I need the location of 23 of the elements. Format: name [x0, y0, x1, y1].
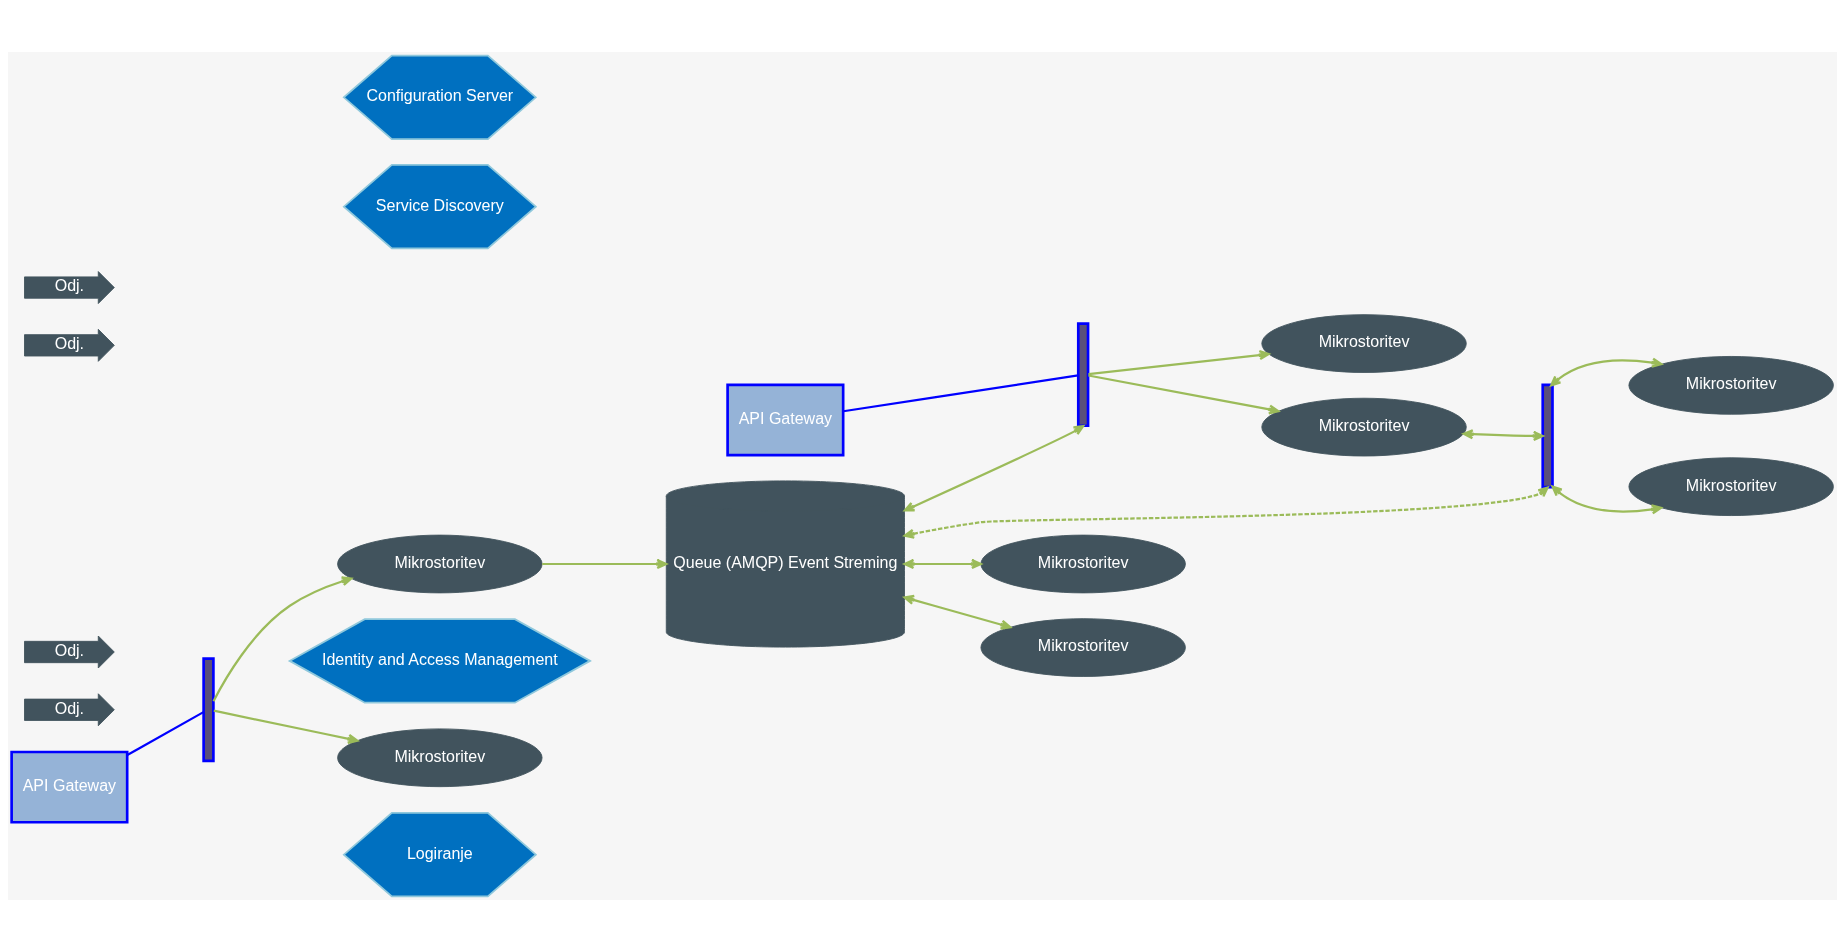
- connector: [843, 374, 1079, 413]
- arrow: [903, 594, 1012, 630]
- arrow: [542, 558, 668, 570]
- node-bar: [1076, 322, 1090, 428]
- arrow: [903, 425, 1085, 512]
- arrow: [903, 486, 1549, 539]
- node-ellipse: Mikrostoritev: [1261, 314, 1467, 373]
- arrow: [1088, 374, 1280, 415]
- arrow: [1551, 485, 1663, 515]
- node-bar: [202, 657, 215, 763]
- node-ellipse: Mikrostoritev: [337, 728, 543, 788]
- arrow: [213, 709, 359, 744]
- node-box: API Gateway: [726, 383, 845, 457]
- node-bar: [1541, 383, 1554, 489]
- arrow: [212, 576, 353, 702]
- arrow: [1088, 349, 1270, 376]
- node-box: API Gateway: [10, 750, 129, 824]
- node-ellipse: Mikrostoritev: [1261, 397, 1467, 457]
- connector: [126, 711, 204, 756]
- arrow: [1550, 357, 1663, 387]
- node-ellipse: Mikrostoritev: [980, 534, 1186, 594]
- arrow: [1462, 429, 1544, 442]
- arrow: [903, 558, 982, 570]
